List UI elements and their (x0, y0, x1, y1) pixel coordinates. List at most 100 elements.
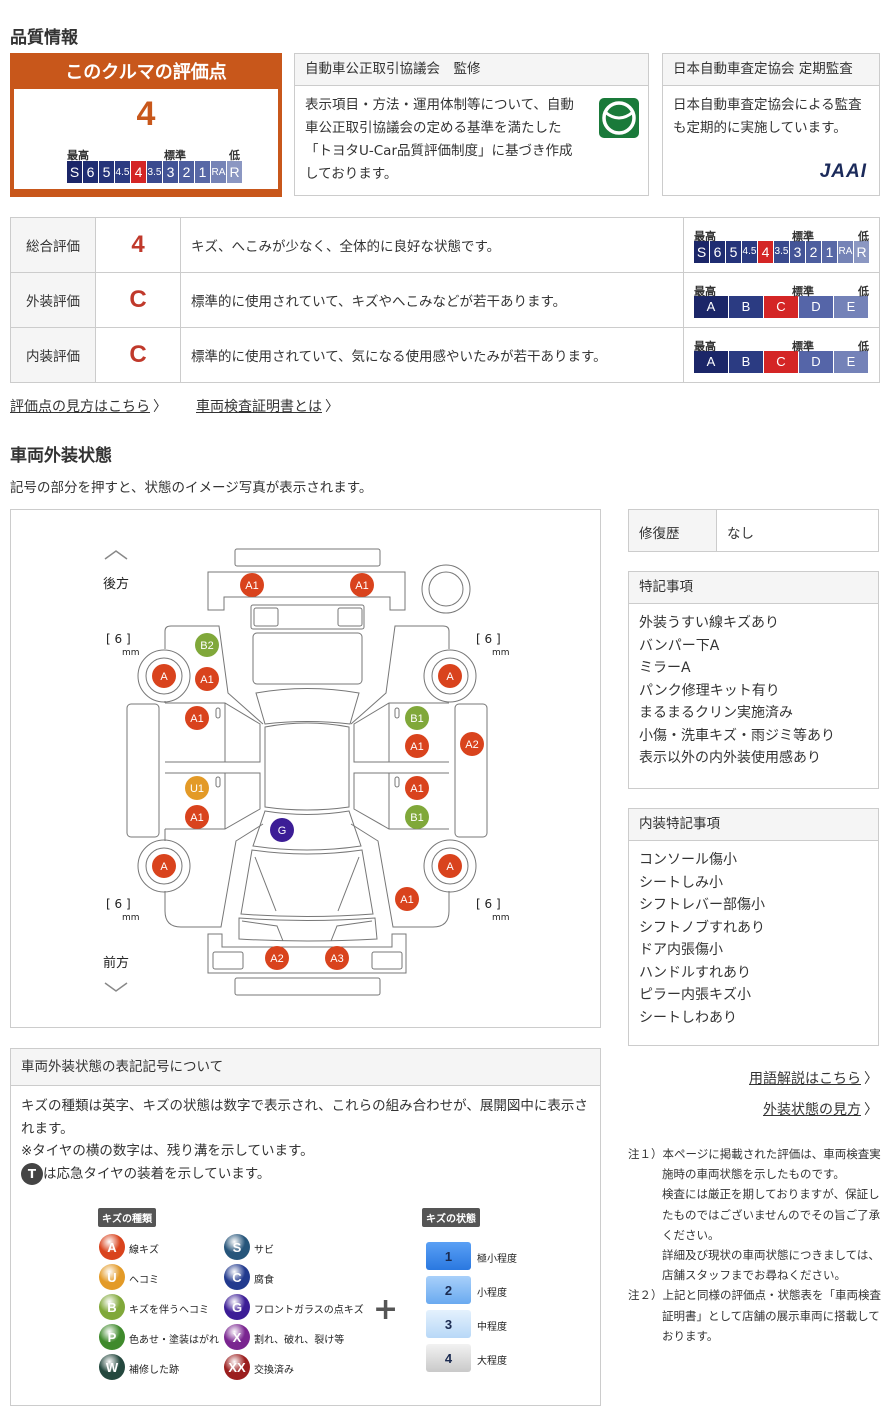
scale-cell: RA (211, 161, 226, 183)
damage-marker[interactable]: A1 (405, 734, 429, 758)
jaaa-box: 自動車公正取引協議会 監修 表示項目・方法・運用体制等について、自動車公正取引協… (294, 53, 649, 196)
damage-marker[interactable]: A2 (460, 732, 484, 756)
list-item: シフトノブすれあり (639, 919, 765, 936)
scale-cell: E (834, 295, 868, 318)
damage-state-label: 極小程度 (477, 1254, 517, 1265)
scale-cell: 4.5 (115, 161, 130, 183)
damage-type-label: ヘコミ (129, 1275, 159, 1286)
interior-box: 内装特記事項 コンソール傷小シートしみ小シフトレバー部傷小シフトノブすれありドア… (628, 808, 879, 1046)
damage-marker[interactable]: A1 (395, 887, 419, 911)
marker-label: A2 (465, 739, 478, 751)
damage-marker[interactable]: B1 (405, 805, 429, 829)
legend-line: ※タイヤの横の数字は、残り溝を示しています。 (21, 1143, 314, 1159)
repair-history: 修復歴 なし (628, 509, 879, 552)
marker-label: A1 (410, 741, 423, 753)
damage-marker[interactable]: A3 (325, 946, 349, 970)
plus-icon: + (373, 1292, 399, 1327)
damage-marker[interactable]: A1 (405, 776, 429, 800)
damage-marker[interactable]: G (270, 818, 294, 842)
repair-value: なし (727, 526, 754, 542)
damage-type-symbol: A (99, 1234, 125, 1260)
label-std: 標準 (792, 339, 814, 353)
damage-marker[interactable]: U1 (185, 776, 209, 800)
exterior-guide-link[interactable]: 外装状態の見方 (763, 1099, 878, 1119)
scale-cell: R (227, 161, 242, 183)
damage-marker[interactable]: A1 (185, 805, 209, 829)
list-item: パンク修理キット有り (639, 682, 780, 699)
damage-state-symbol: 1 (426, 1242, 471, 1270)
damage-type-label: キズを伴うヘコミ (129, 1305, 209, 1316)
tire-depth: [ 6 ] (106, 632, 131, 646)
jaaa-text: 表示項目・方法・運用体制等について、自動車公正取引協議会の定める基準を満たした「… (305, 97, 574, 182)
score-box-header: このクルマの評価点 (65, 62, 227, 83)
tire-depth: [ 6 ] (476, 632, 501, 646)
damage-marker[interactable]: A1 (185, 706, 209, 730)
damage-marker[interactable]: B2 (195, 633, 219, 657)
note1-line: 詳細及び現状の車両状態につきましては、店舗スタッフまでお尋ねください。 (662, 1248, 880, 1283)
down-chevron-icon (104, 982, 128, 992)
legend-line: キズの種類は英字、キズの状態は数字で表示され、これらの組み合わせが、展開図中に表… (21, 1098, 588, 1137)
rating-score: C (95, 272, 181, 328)
damage-marker[interactable]: A (152, 664, 176, 688)
list-item: ハンドルすれあり (639, 964, 751, 981)
exterior-subtitle: 記号の部分を押すと、状態のイメージ写真が表示されます。 (10, 480, 373, 496)
scale-cell: 3.5 (774, 240, 789, 263)
damage-marker[interactable]: A (438, 854, 462, 878)
damage-type-symbol: G (224, 1294, 250, 1320)
damage-type-symbol: B (99, 1294, 125, 1320)
note2-head: 注２） (628, 1288, 663, 1303)
label-low: 低 (229, 149, 240, 162)
damage-state-tag: キズの状態 (422, 1208, 480, 1227)
marker-label: A1 (200, 674, 213, 686)
legend-header: 車両外装状態の表記記号について (11, 1049, 600, 1086)
scale-cell: 1 (195, 161, 210, 183)
tire-unit: mm (122, 913, 140, 923)
marker-label: A1 (245, 580, 258, 592)
damage-marker[interactable]: A1 (195, 667, 219, 691)
rating-guide-link[interactable]: 評価点の見方はこちら (10, 396, 167, 416)
scale-cell: 4 (131, 161, 146, 183)
note1-line: 本ページに掲載された評価は、車両検査実施時の車両状態を示したものです。 (662, 1147, 881, 1182)
damage-marker[interactable]: A1 (240, 573, 264, 597)
handshake-badge-icon (599, 98, 639, 138)
damage-type-symbol: S (224, 1234, 250, 1260)
marker-label: A (160, 861, 168, 873)
scale-cell: 6 (710, 240, 725, 263)
damage-state-symbol: 3 (426, 1310, 471, 1338)
damage-marker[interactable]: B1 (405, 706, 429, 730)
list-item: シートしわあり (639, 1009, 737, 1026)
damage-marker[interactable]: A (438, 664, 462, 688)
tire-unit: mm (492, 913, 510, 923)
damage-marker[interactable]: A1 (350, 573, 374, 597)
scale-cell: 2 (179, 161, 194, 183)
scale-cell: 3.5 (147, 161, 162, 183)
damage-type-symbol: P (99, 1324, 125, 1350)
exterior-title: 車両外装状態 (10, 446, 112, 466)
jaaa-header: 自動車公正取引協議会 監修 (295, 54, 648, 86)
list-item: ドア内張傷小 (639, 942, 723, 958)
label-std: 標準 (164, 149, 186, 162)
damage-state-symbol: 2 (426, 1276, 471, 1304)
jaai-box: 日本自動車査定協会 定期監査 日本自動車査定協会による監査も定期的に実施していま… (662, 53, 880, 196)
notes-title: 特記事項 (629, 572, 878, 604)
marker-label: B1 (410, 713, 423, 725)
list-item: ピラー内張キズ小 (639, 987, 751, 1003)
damage-type-label: 色あせ・塗装はがれ (129, 1335, 219, 1346)
inspection-cert-link[interactable]: 車両検査証明書とは (196, 396, 339, 416)
scale-cell: D (799, 350, 833, 373)
scale-cell: 5 (99, 161, 114, 183)
rating-desc: 標準的に使用されていて、気になる使用感やいたみが若干あります。 (180, 327, 684, 383)
glossary-link[interactable]: 用語解説はこちら (749, 1068, 878, 1088)
marker-label: A (446, 671, 454, 683)
tire-depth: [ 6 ] (106, 897, 131, 911)
label-high: 最高 (67, 149, 89, 162)
label-std: 標準 (792, 229, 814, 243)
damage-marker[interactable]: A2 (265, 946, 289, 970)
damage-marker[interactable]: A (152, 854, 176, 878)
label-high: 最高 (694, 229, 716, 243)
rating-desc: キズ、へこみが少なく、全体的に良好な状態です。 (180, 217, 684, 273)
